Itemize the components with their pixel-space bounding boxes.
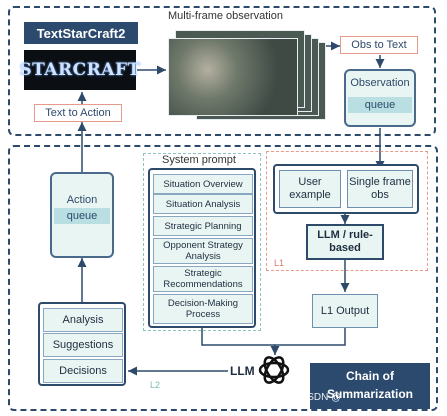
observation-queue-box: Observation queue [344,69,416,127]
observation-queue-title: Observation [350,77,410,89]
starcraft-logo: STARCRAFT [19,50,140,90]
system-prompt-title: System prompt [162,154,236,166]
prompt-situation-overview: Situation Overview [153,174,253,194]
action-queue-sub: queue [66,210,98,222]
llm-label: LLM [230,364,255,378]
l1-label: L1 [274,258,285,268]
l1-output-box: L1 Output [312,294,378,328]
textstarcraft2-title: TextStarCraft2 [24,22,138,44]
user-example-box: User example [279,170,341,208]
l2-label: L2 [150,380,161,390]
prompt-situation-analysis: Situation Analysis [153,194,253,214]
obs-to-text-box: Obs to Text [340,36,418,54]
openai-icon [258,356,290,384]
action-queue-title: Action [66,194,98,206]
observation-queue-cap [348,97,412,113]
prompt-strategic-planning: Strategic Planning [153,216,253,236]
observation-queue-sub: queue [364,99,396,111]
suggestions-item: Suggestions [43,333,123,357]
prompt-decision-making: Decision-Making Process [153,294,253,324]
single-frame-obs-box: Single frame obs [347,170,413,208]
text-to-action-box: Text to Action [34,104,122,122]
analysis-item: Analysis [43,308,123,332]
prompt-strategic-recommendations: Strategic Recommendations [153,266,253,292]
frame-front [168,38,298,116]
action-queue-cap [54,208,110,224]
multi-frame-label: Multi-frame observation [168,10,283,22]
l1-region [266,151,428,271]
chain-of-summarization-box: Chain of Summarization [310,363,430,409]
bottom-region [8,145,438,411]
watermark: CSDN @ [300,392,342,403]
top-region [8,6,436,136]
decisions-item: Decisions [43,359,123,383]
action-queue-box: Action queue [50,172,114,258]
llm-rule-based-box: LLM / rule-based [306,224,384,260]
l2-region [143,153,261,331]
prompt-opponent-strategy: Opponent Strategy Analysis [153,238,253,264]
